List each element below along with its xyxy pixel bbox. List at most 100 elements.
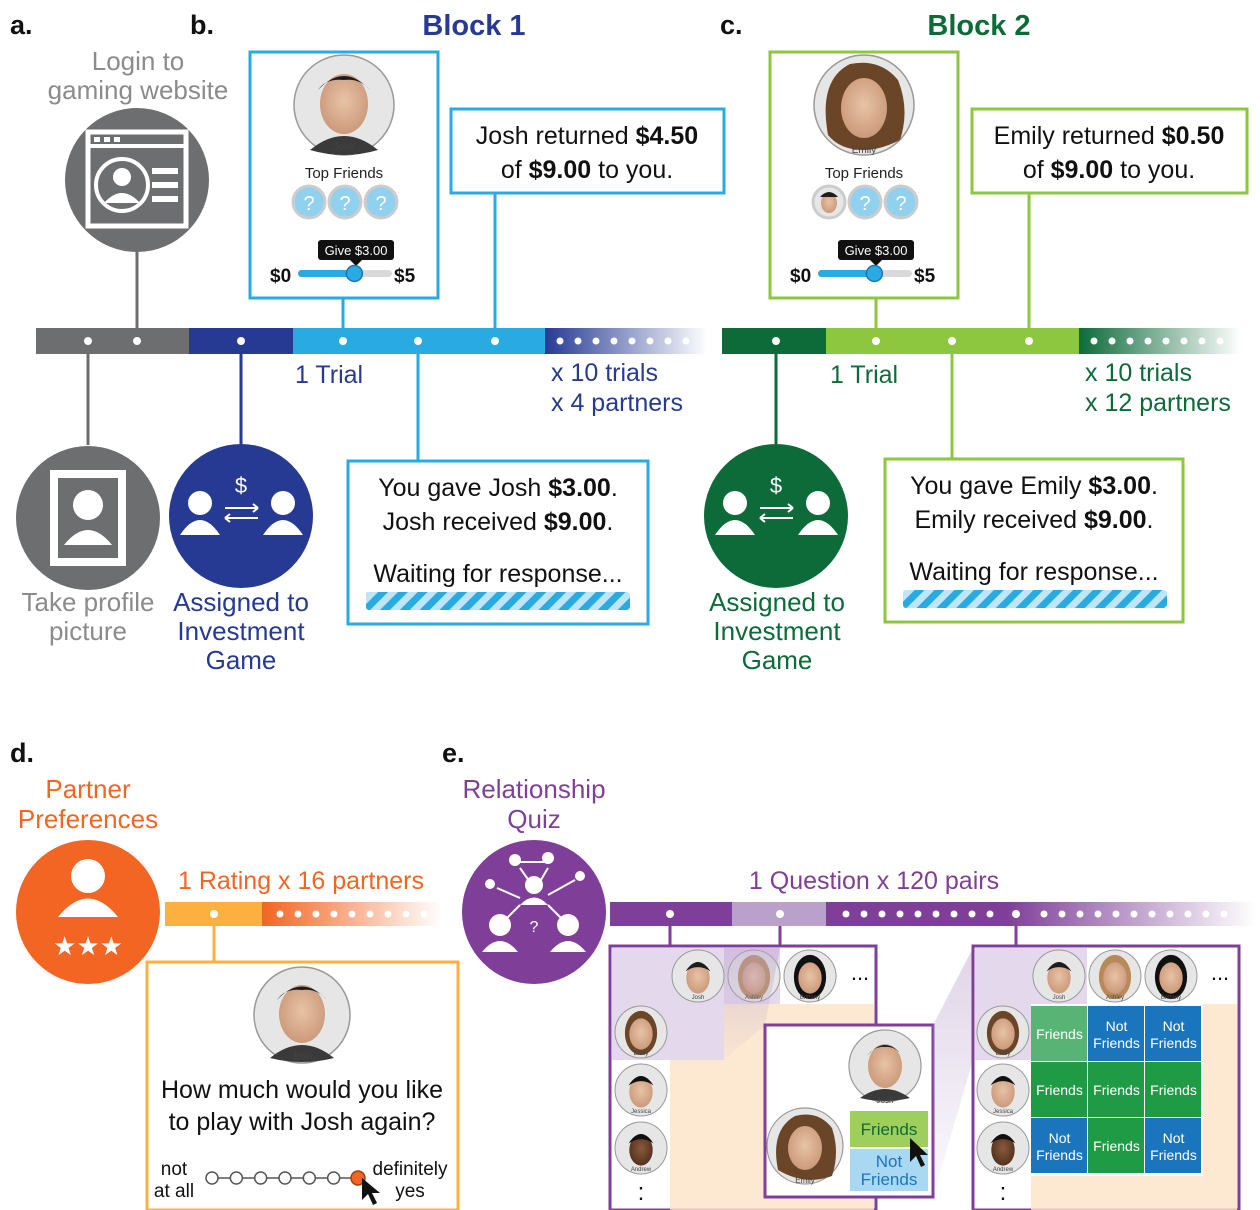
grid-cell-label: Friends <box>1150 1082 1197 1098</box>
panel-letter-c: c. <box>720 10 743 40</box>
face-avatar-name: Ashley <box>1106 995 1124 1001</box>
rating-point[interactable] <box>326 1171 341 1185</box>
grid-cell[interactable] <box>1088 1118 1144 1173</box>
gave-line-1: You gave Josh $3.00. <box>378 474 618 502</box>
face-avatar-andrew: Andrew <box>614 1121 668 1175</box>
assigned-label-1: Assigned to <box>173 587 309 617</box>
slider-handle[interactable] <box>345 264 364 283</box>
grid-cell-label: Friends <box>1150 1035 1197 1051</box>
rating-point[interactable] <box>278 1171 292 1185</box>
unknown-friend-icon[interactable]: ? <box>291 184 327 220</box>
popup-photo-top-name: Josh <box>877 1096 894 1105</box>
network-icon: ? <box>462 840 606 984</box>
slider-min-label: $0 <box>790 266 811 287</box>
popup-photo-bottom-name: Emily <box>795 1176 815 1185</box>
grid-cell[interactable] <box>1088 1062 1144 1117</box>
grid-cell[interactable] <box>1031 1118 1087 1173</box>
returned-box <box>449 107 726 195</box>
rating-point[interactable] <box>253 1171 268 1185</box>
grid-cell-label: Friends <box>1093 1082 1140 1098</box>
grid-cell[interactable] <box>1145 1118 1201 1173</box>
grid-cell[interactable] <box>1145 1006 1201 1061</box>
login-label-1: Login to <box>92 46 185 76</box>
block-2-title: Block 2 <box>927 10 1030 42</box>
panel-b: Block 1 Josh Top Friends ? ? ? Give $3.0… <box>169 10 726 675</box>
grid-cell-label: Friends <box>1093 1035 1140 1051</box>
svg-text:?: ? <box>303 193 314 215</box>
slider-tooltip: Give $3.00 <box>325 243 388 258</box>
grid-cell-label: Friends <box>1036 1147 1083 1163</box>
face-avatar-josh: Josh <box>1032 949 1086 1003</box>
grid-cell[interactable] <box>1088 1006 1144 1061</box>
face-avatar-brittany: Brittany <box>783 949 837 1003</box>
face-avatar-jessica: Jessica <box>614 1063 668 1117</box>
slider-min-label: $0 <box>270 266 291 287</box>
grid-cell[interactable] <box>1031 1062 1087 1117</box>
rating-star-icon: ★★★ <box>16 840 160 984</box>
slider-max-label: $5 <box>394 266 416 287</box>
cursor-icon <box>910 1138 928 1167</box>
give-slider[interactable]: Give $3.00 <box>298 240 394 283</box>
scale-high-2: yes <box>395 1181 425 1202</box>
grid-cell[interactable] <box>1145 1062 1201 1117</box>
partner-photo <box>293 54 395 156</box>
grid-cell-label: Friends <box>1093 1138 1140 1154</box>
grid-cell-label: Friends <box>1150 1147 1197 1163</box>
more-rows-ellipsis: : <box>638 1179 645 1206</box>
grid-cell[interactable] <box>1031 1006 1087 1061</box>
rating-point[interactable] <box>205 1171 219 1185</box>
svg-text:?: ? <box>530 919 539 936</box>
slider-max-label: $5 <box>914 266 936 287</box>
top-friends-slots: ? ? <box>811 184 919 220</box>
popup-photo-bottom <box>766 1107 844 1185</box>
assigned-label-2: Investment <box>713 616 841 646</box>
rating-scale[interactable] <box>205 1170 366 1186</box>
give-slider[interactable]: Give $3.00 <box>818 240 914 283</box>
unknown-friend-icon[interactable]: ? <box>883 184 919 220</box>
investment-game-icon: $ <box>704 444 848 588</box>
not-friends-option-line2: Friends <box>861 1170 918 1189</box>
panel-a: Login to gaming website Take profile pic… <box>16 46 228 646</box>
panel-letter-e: e. <box>442 738 465 768</box>
returned-line-2: of $9.00 to you. <box>501 156 673 184</box>
slider-handle[interactable] <box>865 264 884 283</box>
svg-text:$: $ <box>770 473 782 498</box>
svg-text:$: $ <box>235 473 247 498</box>
unknown-friend-icon[interactable]: ? <box>363 184 399 220</box>
repeat-trials: x 10 trials <box>1085 359 1192 387</box>
browser-profile-icon <box>65 108 209 252</box>
assigned-label-2: Investment <box>177 616 305 646</box>
assigned-label-3: Game <box>206 645 277 675</box>
assigned-label-1: Assigned to <box>709 587 845 617</box>
rating-point[interactable] <box>229 1171 244 1185</box>
assigned-label-3: Game <box>742 645 813 675</box>
repeat-partners: x 4 partners <box>551 389 683 417</box>
grid-cell-label: Not <box>1106 1018 1128 1034</box>
unknown-friend-icon[interactable]: ? <box>847 184 883 220</box>
friend-avatar-icon[interactable] <box>811 184 847 220</box>
more-rows-ellipsis: : <box>1000 1179 1007 1206</box>
panel-letter-d: d. <box>10 738 34 768</box>
face-avatar-name: Jessica <box>631 1109 652 1115</box>
face-avatar-ashley: Ashley <box>1088 949 1142 1003</box>
face-avatar-name: Emily <box>634 1051 649 1057</box>
panel-d: Partner Preferences ★★★ 1 Rating x 16 pa… <box>16 774 460 1210</box>
unknown-friend-icon[interactable]: ? <box>327 184 363 220</box>
partner-photo <box>253 966 351 1064</box>
quiz-title-1: Relationship <box>462 774 605 804</box>
top-friends-label: Top Friends <box>305 165 383 182</box>
rating-point[interactable] <box>302 1171 317 1185</box>
investment-game-icon: $ <box>169 444 313 588</box>
partner-photo <box>813 54 915 156</box>
friends-option-button[interactable]: Friends <box>850 1111 928 1147</box>
cursor-icon <box>362 1178 380 1205</box>
face-avatar-name: Josh <box>692 995 705 1001</box>
grid-cell-label: Friends <box>1036 1026 1083 1042</box>
rating-point[interactable] <box>350 1170 366 1186</box>
svg-text:?: ? <box>339 193 350 215</box>
friends-option-label: Friends <box>861 1120 918 1139</box>
face-avatar-andrew: Andrew <box>976 1121 1030 1175</box>
waiting-progress-bar <box>366 592 630 610</box>
top-friends-slots: ? ? ? <box>291 184 399 220</box>
